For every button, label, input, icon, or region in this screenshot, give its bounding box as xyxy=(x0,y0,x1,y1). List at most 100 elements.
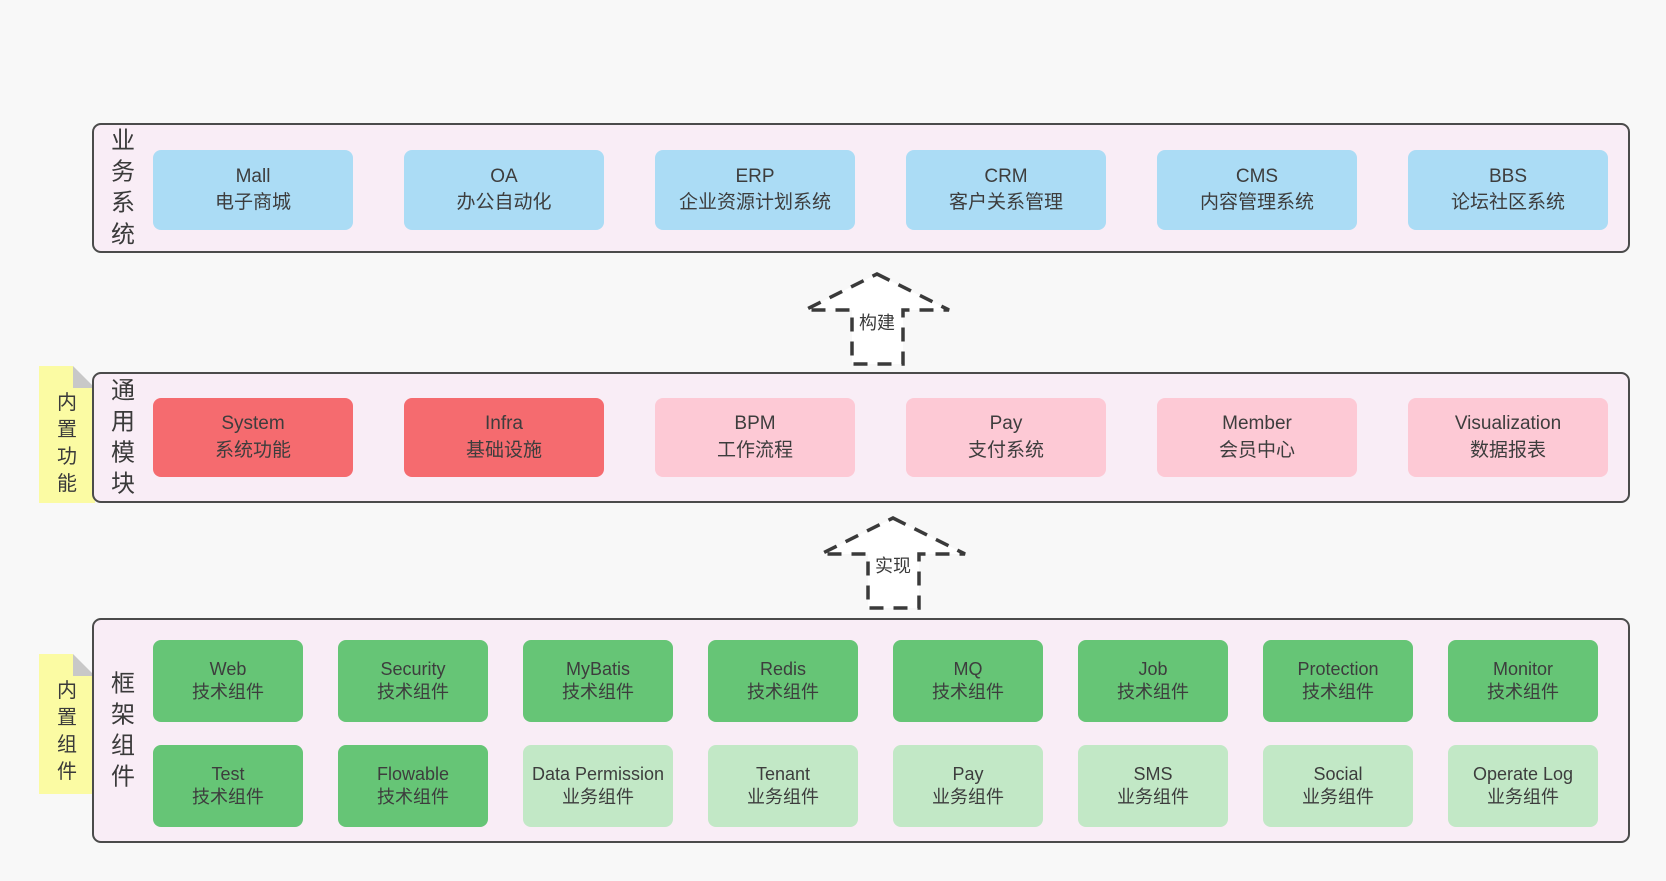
box-mybatis: MyBatis 技术组件 xyxy=(523,640,673,722)
box-subtitle: 企业资源计划系统 xyxy=(678,192,831,213)
box-subtitle: 电子商城 xyxy=(214,192,291,213)
box-subtitle: 基础设施 xyxy=(465,439,542,461)
box-title: Operate Log xyxy=(1472,763,1574,784)
section-label-business-systems: 业务系统 xyxy=(111,127,135,249)
box-row: Mall 电子商城 OA 办公自动化 ERP 企业资源计划系统 CRM 客户关系… xyxy=(153,150,1608,230)
box-visualization: Visualization 数据报表 xyxy=(1408,398,1608,477)
box-subtitle: 业务组件 xyxy=(747,787,819,807)
box-subtitle: 数据报表 xyxy=(1469,439,1546,461)
box-subtitle: 业务组件 xyxy=(1487,787,1559,807)
box-title: Test xyxy=(211,763,245,784)
box-flowable: Flowable 技术组件 xyxy=(338,745,488,827)
box-subtitle: 业务组件 xyxy=(562,787,634,807)
implement-arrow-label: 实现 xyxy=(870,555,916,577)
box-subtitle: 业务组件 xyxy=(1302,787,1374,807)
box-title: Flowable xyxy=(376,763,450,784)
box-title: SMS xyxy=(1133,763,1173,784)
box-title: Member xyxy=(1222,413,1292,435)
box-subtitle: 论坛社区系统 xyxy=(1450,192,1565,213)
box-title: Protection xyxy=(1297,658,1379,679)
box-pay-system: Pay 支付系统 xyxy=(906,398,1106,477)
box-security: Security 技术组件 xyxy=(338,640,488,722)
box-test: Test 技术组件 xyxy=(153,745,303,827)
box-subtitle: 系统功能 xyxy=(214,439,291,461)
box-title: BPM xyxy=(734,413,776,435)
box-protection: Protection 技术组件 xyxy=(1263,640,1413,722)
box-title: CMS xyxy=(1235,165,1279,187)
box-cms: CMS 内容管理系统 xyxy=(1157,150,1357,230)
box-title: Redis xyxy=(759,658,807,679)
box-title: Mall xyxy=(235,165,271,187)
box-subtitle: 技术组件 xyxy=(1117,682,1189,702)
box-title: OA xyxy=(490,165,518,187)
folded-corner-icon xyxy=(73,654,95,676)
panel-framework-components: 框架组件 Web 技术组件 Security 技术组件 MyBatis 技术组件… xyxy=(92,618,1630,843)
box-job: Job 技术组件 xyxy=(1078,640,1228,722)
box-title: CRM xyxy=(984,165,1028,187)
box-title: System xyxy=(221,413,285,435)
box-crm: CRM 客户关系管理 xyxy=(906,150,1106,230)
box-subtitle: 技术组件 xyxy=(377,787,449,807)
box-bbs: BBS 论坛社区系统 xyxy=(1408,150,1608,230)
box-title: Tenant xyxy=(755,763,811,784)
box-title: Pay xyxy=(952,763,984,784)
box-system: System 系统功能 xyxy=(153,398,353,477)
box-subtitle: 工作流程 xyxy=(716,439,793,461)
box-web: Web 技术组件 xyxy=(153,640,303,722)
box-subtitle: 技术组件 xyxy=(1302,682,1374,702)
sticky-note-label: 内置功能 xyxy=(57,392,77,495)
box-subtitle: 技术组件 xyxy=(1487,682,1559,702)
box-title: Infra xyxy=(484,413,524,435)
box-subtitle: 业务组件 xyxy=(932,787,1004,807)
box-row: Web 技术组件 Security 技术组件 MyBatis 技术组件 Redi… xyxy=(153,640,1598,722)
box-sms: SMS 业务组件 xyxy=(1078,745,1228,827)
box-subtitle: 技术组件 xyxy=(192,682,264,702)
box-member: Member 会员中心 xyxy=(1157,398,1357,477)
box-title: Monitor xyxy=(1492,658,1554,679)
box-title: BBS xyxy=(1488,165,1528,187)
folded-corner-icon xyxy=(73,366,95,388)
box-subtitle: 业务组件 xyxy=(1117,787,1189,807)
sticky-note-label: 内置组件 xyxy=(57,680,77,783)
box-mall: Mall 电子商城 xyxy=(153,150,353,230)
box-subtitle: 技术组件 xyxy=(192,787,264,807)
box-mq: MQ 技术组件 xyxy=(893,640,1043,722)
box-data-permission: Data Permission 业务组件 xyxy=(523,745,673,827)
box-title: Web xyxy=(209,658,247,679)
box-monitor: Monitor 技术组件 xyxy=(1448,640,1598,722)
box-title: Job xyxy=(1138,658,1168,679)
box-subtitle: 会员中心 xyxy=(1218,439,1295,461)
box-subtitle: 支付系统 xyxy=(967,439,1044,461)
box-row: Test 技术组件 Flowable 技术组件 Data Permission … xyxy=(153,745,1598,827)
box-oa: OA 办公自动化 xyxy=(404,150,604,230)
box-subtitle: 技术组件 xyxy=(377,682,449,702)
section-label-common-modules: 通用模块 xyxy=(111,377,135,498)
box-subtitle: 客户关系管理 xyxy=(948,192,1063,213)
box-social: Social 业务组件 xyxy=(1263,745,1413,827)
box-subtitle: 办公自动化 xyxy=(456,192,552,213)
box-subtitle: 技术组件 xyxy=(562,682,634,702)
box-subtitle: 内容管理系统 xyxy=(1199,192,1314,213)
box-title: Social xyxy=(1313,763,1363,784)
sticky-note-builtin-components: 内置组件 xyxy=(39,654,95,794)
box-bpm: BPM 工作流程 xyxy=(655,398,855,477)
box-title: ERP xyxy=(735,165,775,187)
box-tenant: Tenant 业务组件 xyxy=(708,745,858,827)
section-label-framework-components: 框架组件 xyxy=(111,670,135,791)
box-title: Pay xyxy=(989,413,1023,435)
box-redis: Redis 技术组件 xyxy=(708,640,858,722)
box-row: System 系统功能 Infra 基础设施 BPM 工作流程 Pay 支付系统… xyxy=(153,398,1608,477)
box-title: MQ xyxy=(953,658,983,679)
box-title: Data Permission xyxy=(531,763,665,784)
box-subtitle: 技术组件 xyxy=(747,682,819,702)
box-title: Visualization xyxy=(1454,413,1562,435)
panel-common-modules: 通用模块 System 系统功能 Infra 基础设施 BPM 工作流程 Pay… xyxy=(92,372,1630,503)
sticky-note-builtin-features: 内置功能 xyxy=(39,366,95,503)
box-subtitle: 技术组件 xyxy=(932,682,1004,702)
box-operate-log: Operate Log 业务组件 xyxy=(1448,745,1598,827)
box-title: MyBatis xyxy=(565,658,630,679)
box-title: Security xyxy=(380,658,446,679)
build-arrow-label: 构建 xyxy=(854,312,900,334)
box-infra: Infra 基础设施 xyxy=(404,398,604,477)
